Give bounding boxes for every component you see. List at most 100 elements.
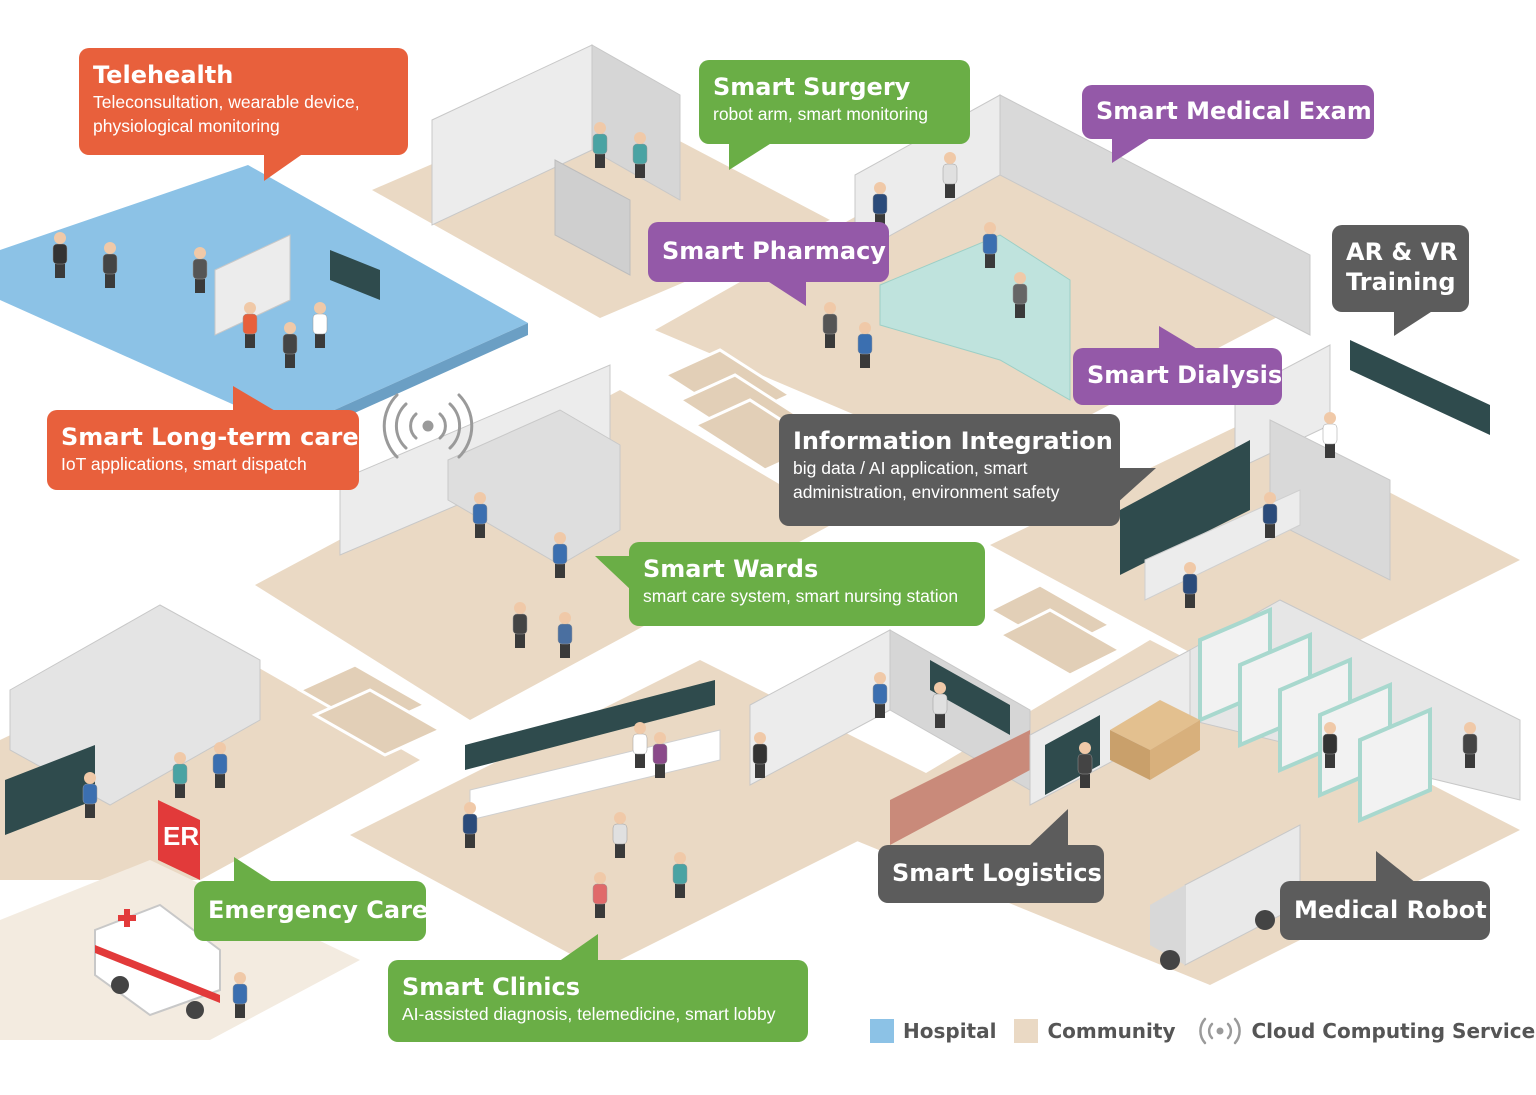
er-sign-text: ER bbox=[163, 821, 199, 851]
callout-title: Training bbox=[1346, 268, 1456, 296]
person-figure bbox=[652, 732, 668, 778]
screens bbox=[5, 250, 1490, 835]
callout-tail bbox=[1116, 468, 1156, 504]
callout-subtitle: big data / AI application, smart bbox=[793, 458, 1028, 478]
callout-long-term-care: Smart Long-term care IoT applications, s… bbox=[47, 386, 359, 490]
person-figure bbox=[212, 742, 228, 788]
stairs bbox=[296, 348, 1124, 757]
cloud-signal-icon bbox=[382, 393, 474, 459]
callout-tail bbox=[264, 153, 304, 181]
callout-title: Smart Surgery bbox=[713, 73, 911, 101]
person-figure bbox=[557, 612, 573, 658]
legend-item-cloud: Cloud Computing Service bbox=[1194, 1016, 1536, 1046]
callout-title: Smart Dialysis bbox=[1087, 361, 1283, 389]
callout-tail bbox=[1159, 326, 1199, 350]
person-figure bbox=[632, 132, 648, 178]
person-figure bbox=[102, 242, 118, 288]
callout-title: Smart Wards bbox=[643, 555, 819, 583]
callout-smart-clinics: Smart Clinics AI-assisted diagnosis, tel… bbox=[388, 934, 808, 1042]
callout-subtitle: robot arm, smart monitoring bbox=[713, 104, 928, 124]
callout-title: Smart Medical Exam bbox=[1096, 97, 1372, 125]
callout-title: Emergency Care bbox=[208, 896, 429, 924]
person-figure bbox=[872, 182, 888, 228]
callout-title: AR & VR bbox=[1346, 238, 1458, 266]
person-figure bbox=[592, 872, 608, 918]
person-figure bbox=[552, 532, 568, 578]
person-figure bbox=[752, 732, 768, 778]
callout-subtitle: administration, environment safety bbox=[793, 482, 1060, 502]
person-figure bbox=[512, 602, 528, 648]
callout-title: Information Integration bbox=[793, 427, 1113, 455]
callout-subtitle: Teleconsultation, wearable device, bbox=[93, 92, 360, 112]
er-sign: ER bbox=[158, 800, 200, 880]
person-figure bbox=[1182, 562, 1198, 608]
callout-title: Medical Robot bbox=[1294, 896, 1487, 924]
person-figure bbox=[932, 682, 948, 728]
person-figure bbox=[192, 247, 208, 293]
callout-ar-vr-training: AR & VR Training bbox=[1332, 225, 1469, 336]
callout-title: Smart Long-term care bbox=[61, 423, 359, 451]
callout-subtitle: IoT applications, smart dispatch bbox=[61, 454, 307, 474]
person-figure bbox=[632, 722, 648, 768]
legend-label: Cloud Computing Service bbox=[1251, 1019, 1536, 1043]
people bbox=[52, 122, 1478, 1018]
ambulance bbox=[94, 903, 221, 1019]
callout-tail bbox=[1028, 809, 1068, 847]
legend-label: Hospital bbox=[903, 1019, 997, 1043]
person-figure bbox=[672, 852, 688, 898]
community-swatch bbox=[1014, 1019, 1039, 1043]
legend: Hospital Community Cloud Computing Servi… bbox=[870, 1014, 1535, 1048]
person-figure bbox=[1322, 412, 1338, 458]
legend-label: Community bbox=[1047, 1019, 1176, 1043]
callout-smart-pharmacy: Smart Pharmacy bbox=[648, 222, 889, 306]
callout-tail bbox=[729, 142, 773, 170]
callout-tail bbox=[1376, 851, 1416, 883]
callout-smart-surgery: Smart Surgery robot arm, smart monitorin… bbox=[699, 60, 970, 170]
person-figure bbox=[52, 232, 68, 278]
person-figure bbox=[982, 222, 998, 268]
cloud-signal-icon bbox=[1198, 1017, 1241, 1045]
person-figure bbox=[82, 772, 98, 818]
callout-medical-robot: Medical Robot bbox=[1280, 851, 1490, 940]
callout-title: Smart Pharmacy bbox=[662, 237, 886, 265]
person-figure bbox=[592, 122, 608, 168]
callout-tail bbox=[558, 934, 598, 962]
hospital-swatch bbox=[870, 1019, 894, 1043]
callout-emergency-care: Emergency Care bbox=[194, 857, 429, 941]
person-figure bbox=[1322, 722, 1338, 768]
person-figure bbox=[472, 492, 488, 538]
legend-item-hospital: Hospital bbox=[870, 1019, 996, 1043]
person-figure bbox=[857, 322, 873, 368]
callout-smart-medical-exam: Smart Medical Exam bbox=[1082, 85, 1374, 163]
callout-tail bbox=[233, 386, 277, 412]
callout-tail bbox=[1112, 137, 1152, 163]
person-figure bbox=[612, 812, 628, 858]
callout-smart-logistics: Smart Logistics bbox=[878, 809, 1104, 903]
callout-title: Smart Logistics bbox=[892, 859, 1102, 887]
callout-tail bbox=[1394, 310, 1434, 336]
person-figure bbox=[462, 802, 478, 848]
callout-subtitle: AI-assisted diagnosis, telemedicine, sma… bbox=[402, 1004, 776, 1024]
person-figure bbox=[1077, 742, 1093, 788]
person-figure bbox=[232, 972, 248, 1018]
callout-title: Telehealth bbox=[93, 61, 234, 89]
person-figure bbox=[242, 302, 258, 348]
callout-smart-wards: Smart Wards smart care system, smart nur… bbox=[595, 542, 985, 626]
callout-subtitle: physiological monitoring bbox=[93, 116, 280, 136]
person-figure bbox=[172, 752, 188, 798]
person-figure bbox=[872, 672, 888, 718]
callout-title: Smart Clinics bbox=[402, 973, 581, 1001]
callout-information-integration: Information Integration big data / AI ap… bbox=[779, 414, 1156, 526]
shelves bbox=[1198, 606, 1432, 824]
person-figure bbox=[312, 302, 328, 348]
person-figure bbox=[1462, 722, 1478, 768]
person-figure bbox=[1262, 492, 1278, 538]
callout-tail bbox=[234, 857, 274, 883]
legend-item-community: Community bbox=[1014, 1019, 1176, 1043]
truck bbox=[1150, 824, 1301, 970]
boxes bbox=[1110, 700, 1200, 780]
person-figure bbox=[282, 322, 298, 368]
person-figure bbox=[822, 302, 838, 348]
callout-smart-dialysis: Smart Dialysis bbox=[1073, 326, 1283, 405]
callout-tail bbox=[766, 280, 806, 306]
